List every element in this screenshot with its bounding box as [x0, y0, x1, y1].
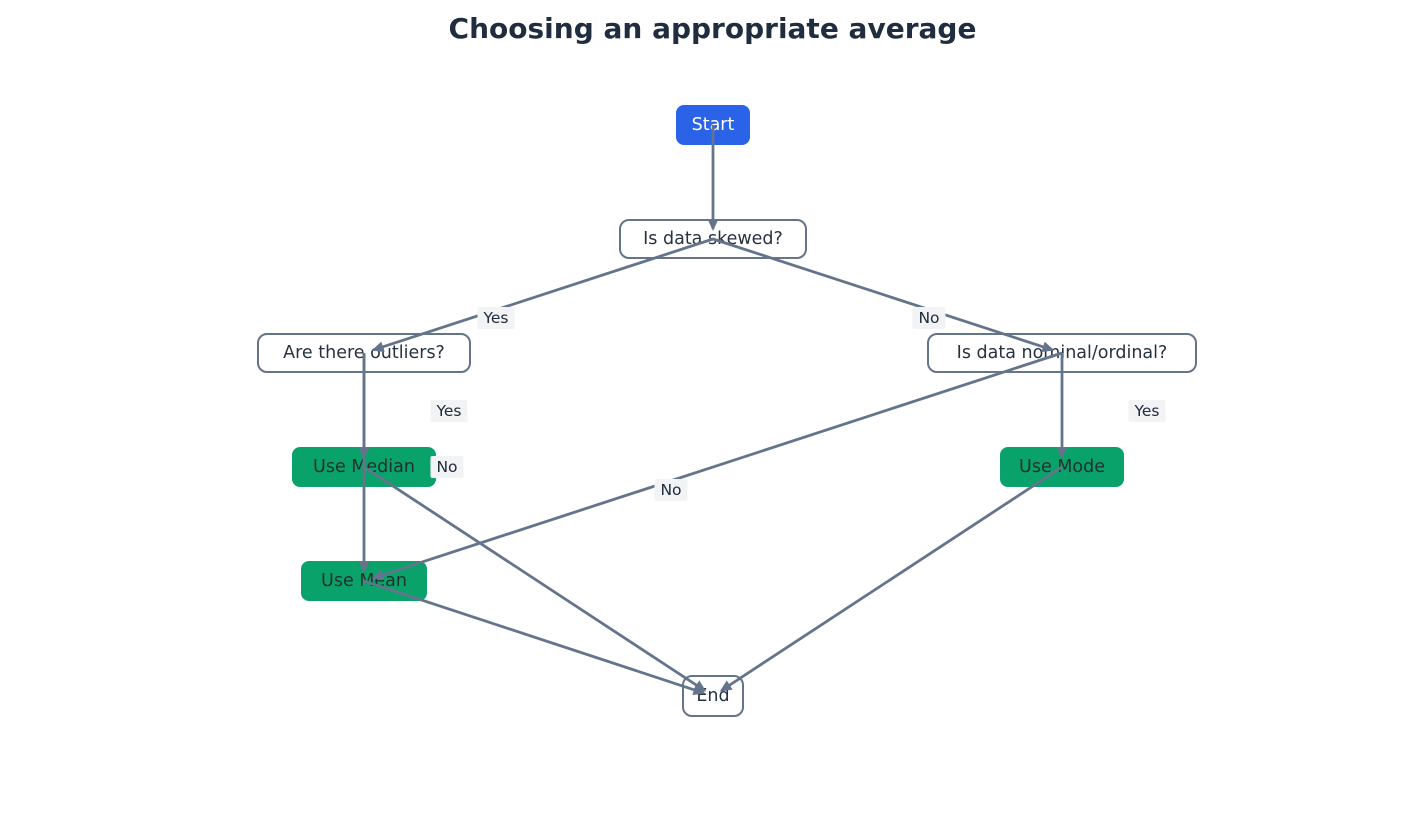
- edge-label-outliers-no: No: [430, 456, 464, 478]
- edge-mode-to-end: [719, 465, 1063, 692]
- node-end: End: [682, 675, 744, 717]
- edge-label-outliers-yes: Yes: [430, 400, 468, 422]
- node-use-mode: Use Mode: [1000, 447, 1124, 487]
- edge-label-skewed-no: No: [912, 307, 946, 329]
- node-is-data-skewed: Is data skewed?: [619, 219, 807, 259]
- node-is-data-nominal-ordinal: Is data nominal/ordinal?: [927, 333, 1197, 373]
- node-start: Start: [676, 105, 750, 145]
- node-use-median: Use Median: [292, 447, 436, 487]
- edge-label-skewed-yes: Yes: [477, 307, 515, 329]
- edge-label-nominal-yes: Yes: [1128, 400, 1166, 422]
- edge-nominal-no-to-mean: [371, 351, 1063, 581]
- edge-label-nominal-no: No: [654, 479, 688, 501]
- node-use-mean: Use Mean: [301, 561, 427, 601]
- node-are-there-outliers: Are there outliers?: [257, 333, 471, 373]
- diagram-title: Choosing an appropriate average: [448, 12, 977, 45]
